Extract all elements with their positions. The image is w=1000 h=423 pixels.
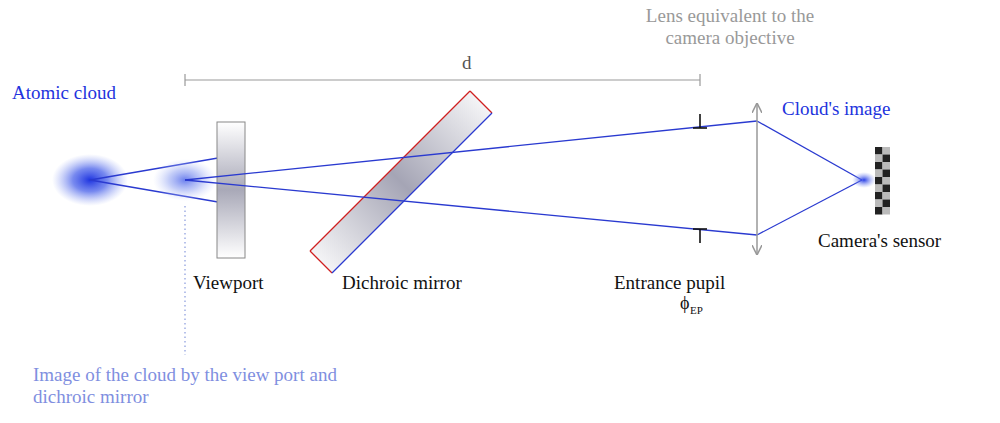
part-label: Dichroic mirror	[342, 272, 462, 294]
image-label: Cloud's image	[782, 98, 890, 120]
sensor-pixel	[875, 155, 883, 163]
cloud-label: Atomic cloud	[12, 82, 116, 104]
dimension-label: d	[462, 52, 472, 74]
sensor-pixel	[883, 162, 891, 170]
subscript-label: EP	[690, 304, 703, 317]
sensor-pixel	[883, 207, 891, 215]
light-rays	[185, 121, 862, 235]
viewport-window	[217, 122, 245, 258]
sensor-pixel	[875, 177, 883, 185]
sensor-pixel	[875, 200, 883, 208]
sensor-pixel	[883, 200, 891, 208]
sensor-pixel	[875, 207, 883, 215]
dotted-leader	[184, 206, 185, 355]
sensor-pixel	[883, 177, 891, 185]
part-label: Entrance pupil	[614, 272, 725, 294]
entrance-pupil	[693, 114, 707, 243]
symbol-label: ϕ	[680, 293, 689, 314]
sensor-pixel	[883, 192, 891, 200]
lens-label: Lens equivalent to the camera objective	[640, 5, 820, 49]
sensor-pixel	[875, 185, 883, 193]
light-rays	[90, 158, 218, 202]
sensor-pixel	[875, 162, 883, 170]
sensor-pixel	[883, 170, 891, 178]
cloud-image-spot	[852, 172, 876, 188]
sensor-pixel	[875, 192, 883, 200]
sensor-pixel	[883, 185, 891, 193]
note-label: Image of the cloud by the view port and …	[33, 364, 363, 408]
sensor-label: Camera's sensor	[818, 230, 941, 252]
sensor-pixel	[883, 147, 891, 155]
part-label: Viewport	[193, 272, 264, 294]
dichroic-mirror	[310, 91, 492, 273]
camera-sensor	[875, 147, 890, 215]
sensor-pixel	[875, 170, 883, 178]
dimension-line	[185, 74, 700, 86]
lens-symbol	[756, 104, 758, 254]
sensor-pixel	[875, 147, 883, 155]
sensor-pixel	[883, 155, 891, 163]
